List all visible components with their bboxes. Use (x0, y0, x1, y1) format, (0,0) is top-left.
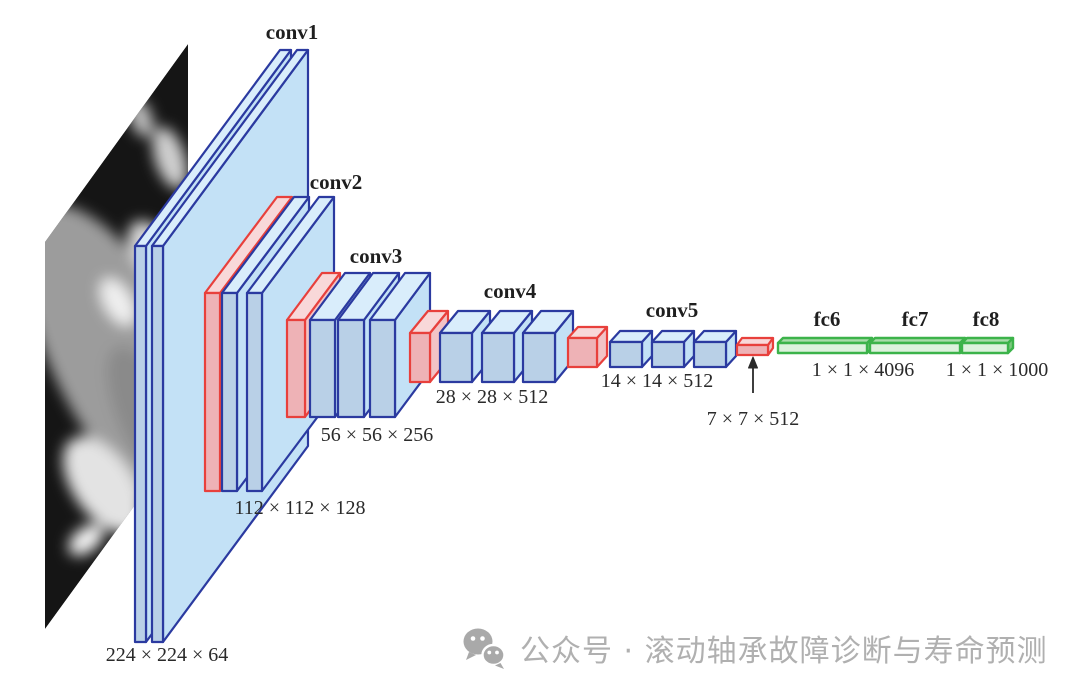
conv3-label: conv3 (350, 244, 403, 268)
pool5-pool-slab (735, 336, 775, 357)
fc-fc-slab-0 (776, 336, 874, 355)
wechat-icon (463, 628, 506, 669)
fc-fc-slab-1 (868, 336, 967, 355)
conv5-pool-slab (566, 325, 609, 369)
conv4-dims: 28 × 28 × 512 (436, 386, 549, 408)
fc7-label: fc7 (902, 307, 929, 331)
conv1-dims: 224 × 224 × 64 (106, 644, 229, 666)
conv5-conv-slab-1 (608, 329, 654, 369)
network-layers (133, 48, 1015, 644)
fc-fc-slab-2 (960, 336, 1015, 355)
pool5-arrow (748, 356, 758, 393)
pool5-dims: 7 × 7 × 512 (707, 408, 800, 430)
fc6-label: fc6 (814, 307, 841, 331)
watermark: 公众号 · 滚动轴承故障诊断与寿命预测 (462, 626, 1048, 670)
conv1-label: conv1 (266, 20, 319, 44)
conv2-dims: 112 × 112 × 128 (234, 497, 365, 519)
conv5-conv-slab-2 (650, 329, 696, 369)
conv4-label: conv4 (484, 279, 537, 303)
conv5-dims: 14 × 14 × 512 (601, 370, 714, 392)
conv5-label: conv5 (646, 298, 699, 322)
fc8-dims: 1 × 1 × 1000 (946, 359, 1049, 381)
conv3-dims: 56 × 56 × 256 (321, 424, 434, 446)
watermark-text: 公众号 · 滚动轴承故障诊断与寿命预测 (520, 634, 1048, 669)
conv5-conv-slab-3 (692, 329, 738, 369)
fc8-label: fc8 (973, 307, 1000, 331)
conv2-label: conv2 (310, 170, 363, 194)
fc6-fc7-dims: 1 × 1 × 4096 (812, 359, 915, 381)
